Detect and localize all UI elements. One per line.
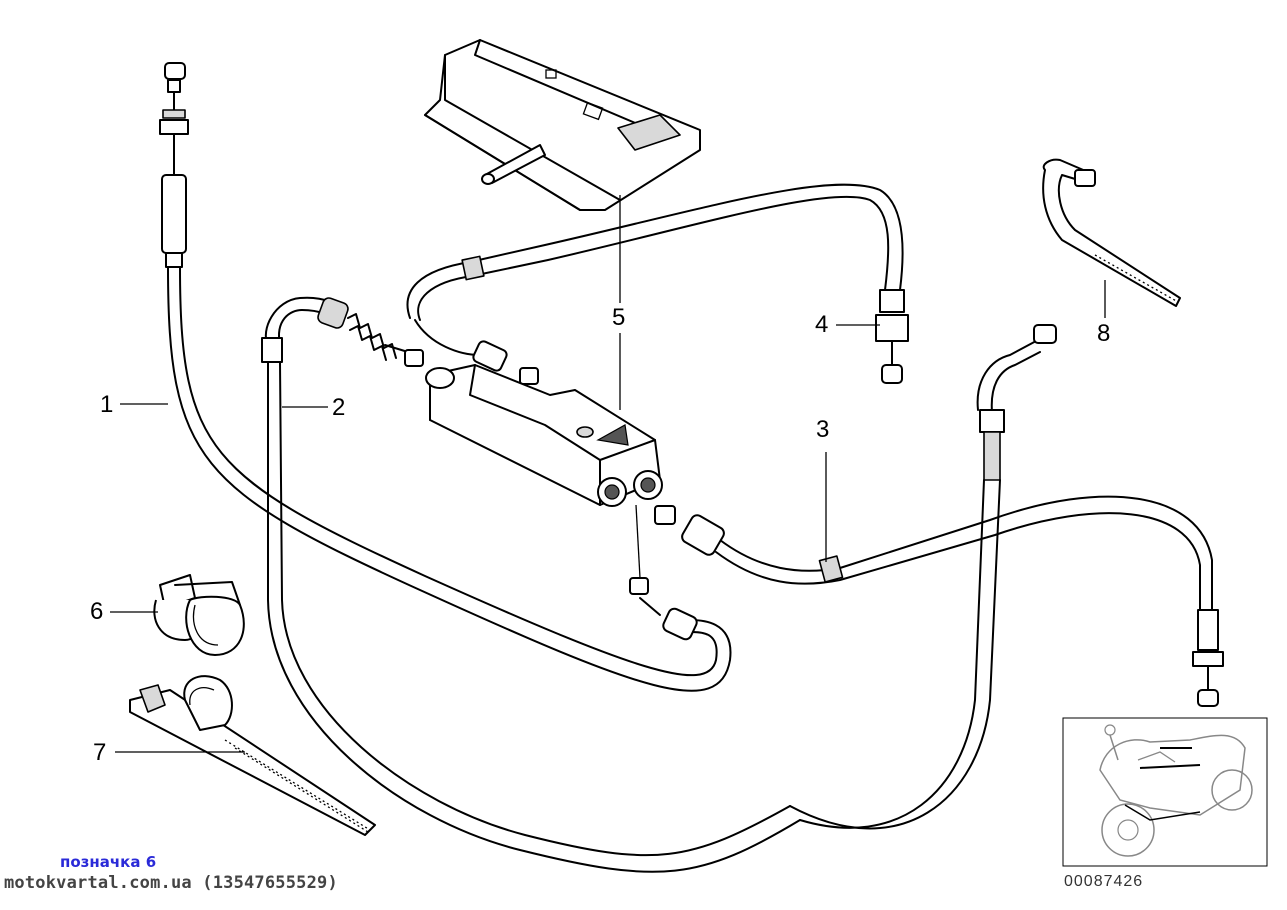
- caption-website: motokvartal.com.ua (13547655529): [4, 873, 338, 893]
- motorcycle-thumbnail: [1062, 717, 1268, 867]
- cable-1: [159, 62, 732, 692]
- caption-label: позначка 6: [60, 853, 157, 871]
- clip-part-6: [153, 574, 245, 656]
- callout-1: 1: [100, 391, 114, 418]
- spring: [347, 313, 397, 361]
- bracket: [424, 39, 701, 211]
- strap-part-8: [1042, 158, 1181, 307]
- callout-7: 7: [93, 739, 107, 766]
- callout-8: 8: [1097, 320, 1111, 347]
- callout-2: 2: [332, 394, 346, 421]
- cable-tie-part-7: [129, 675, 376, 836]
- cable-2: [261, 296, 801, 873]
- callout-5: 5: [612, 304, 626, 331]
- leader-lines: [110, 195, 1106, 753]
- reference-code: 00087426: [1064, 873, 1144, 890]
- callout-4: 4: [815, 311, 829, 338]
- junction-box: [425, 364, 663, 507]
- callout-3: 3: [816, 416, 830, 443]
- cable-4: [406, 183, 909, 385]
- callout-6: 6: [90, 598, 104, 625]
- cable-3: [654, 324, 1224, 830]
